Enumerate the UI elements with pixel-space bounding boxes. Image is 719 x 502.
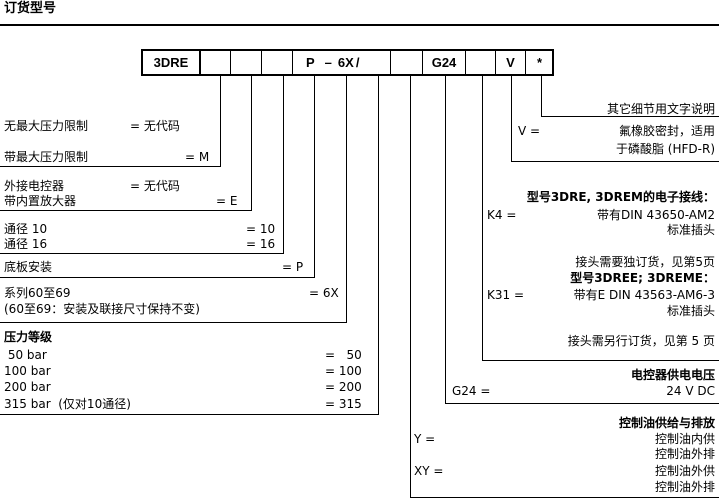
k31-title: 型号3DREE; 3DREME： — [570, 271, 715, 285]
plug-title: 型号3DRE, 3DREM的电子接线： — [526, 190, 715, 204]
code-box-9 — [465, 49, 496, 76]
vleader-other — [541, 76, 542, 116]
opt-k31-code: K31 = — [487, 288, 525, 302]
opt-size-10-code: = 10 — [246, 222, 276, 236]
page-title: 订货型号 — [4, 1, 57, 16]
opt-g24-value: 24 V DC — [666, 384, 715, 398]
code-slash: / — [355, 55, 360, 70]
opt-size-16: 通径 16 — [4, 237, 48, 251]
opt-xy-line1: 控制油外供 — [654, 464, 715, 478]
title-rule — [0, 24, 719, 26]
opt-k4-line1: 带有DIN 43650-AM2 — [596, 208, 715, 222]
leader-3 — [0, 210, 251, 211]
pressure-200-code: = 200 — [325, 380, 362, 394]
code-box-10: V — [495, 49, 526, 76]
vleader-3 — [251, 76, 252, 211]
vleader-voltage — [445, 76, 446, 404]
opt-fkm-line2: 于磷酸脂 (HFD-R) — [615, 142, 715, 156]
vleader-seal — [511, 76, 512, 162]
opt-k4-code: K4 = — [487, 208, 517, 222]
vleader-oil — [410, 76, 411, 498]
opt-max-pressure-code: = M — [185, 150, 210, 164]
opt-external-controller-code: = 无代码 — [130, 179, 180, 193]
code-box-2 — [200, 49, 231, 76]
pressure-title: 压力等级 — [4, 330, 53, 344]
opt-k31-line1: 带有E DIN 43563-AM6-3 — [573, 288, 715, 302]
pressure-100: 100 bar — [4, 364, 51, 378]
opt-y-line1: 控制油内供 — [654, 432, 715, 446]
vleader-4 — [283, 76, 284, 254]
code-box-1: 3DRE — [141, 49, 201, 76]
leader-2 — [0, 166, 220, 167]
opt-y-line2: 控制油外排 — [654, 447, 715, 461]
opt-fkm-code: V = — [518, 124, 541, 138]
opt-k4-line2: 标准插头 — [666, 223, 715, 237]
rleader-plug — [482, 360, 719, 361]
code-box-8: G24 — [422, 49, 466, 76]
opt-series-note: (60至69：安装及联接尺寸保持不变) — [4, 302, 200, 316]
opt-xy-line2: 控制油外排 — [654, 480, 715, 494]
code-dash: – — [324, 55, 332, 70]
opt-fkm-line1: 氟橡胶密封，适用 — [618, 124, 715, 138]
opt-no-max-pressure: 无最大压力限制 — [4, 119, 89, 133]
code-box-7 — [390, 49, 423, 76]
pressure-315-code: = 315 — [325, 397, 362, 411]
opt-max-pressure: 带最大压力限制 — [4, 150, 89, 164]
pressure-50: 50 bar — [4, 348, 47, 362]
plug-separate-note: 接头需另行订货，见第 5 页 — [567, 334, 715, 348]
opt-other-details: 其它细节用文字说明 — [606, 102, 715, 116]
opt-y-code: Y = — [414, 432, 436, 446]
code-box-3 — [230, 49, 262, 76]
vleader-2 — [220, 76, 221, 167]
opt-k31-line2: 标准插头 — [666, 304, 715, 318]
leader-6 — [0, 322, 346, 323]
leader-5 — [0, 277, 314, 278]
vleader-5 — [314, 76, 315, 278]
pressure-200: 200 bar — [4, 380, 51, 394]
k31-note: 接头需要独订货，见第5页 — [575, 255, 715, 269]
pressure-100-code: = 100 — [325, 364, 362, 378]
opt-integrated-amplifier-code: = E — [216, 194, 238, 208]
voltage-title: 电控器供电电压 — [630, 368, 715, 382]
vleader-plug — [482, 76, 483, 361]
opt-subplate-code: = P — [282, 260, 304, 274]
opt-size-10: 通径 10 — [4, 222, 48, 236]
rleader-seal — [511, 161, 719, 162]
vleader-7 — [378, 76, 379, 415]
leader-4 — [0, 253, 283, 254]
code-box-4 — [261, 49, 293, 76]
rleader-voltage — [445, 403, 719, 404]
opt-series: 系列60至69 — [4, 286, 71, 300]
opt-g24-code: G24 = — [452, 384, 491, 398]
opt-no-max-pressure-code: = 无代码 — [130, 119, 180, 133]
vleader-6 — [346, 76, 347, 323]
opt-subplate: 底板安装 — [4, 260, 53, 274]
oil-title: 控制油供给与排放 — [618, 416, 715, 430]
leader-7 — [0, 414, 378, 415]
opt-series-code: = 6X — [309, 286, 339, 300]
pressure-50-code: = 50 — [325, 348, 362, 362]
opt-size-16-code: = 16 — [246, 237, 276, 251]
code-box-11: * — [525, 49, 554, 76]
code-box-5: P – 6X / — [292, 49, 372, 76]
pressure-315: 315 bar (仅对10通径) — [4, 397, 131, 411]
opt-integrated-amplifier: 带内置放大器 — [4, 194, 77, 208]
rleader-oil — [410, 497, 719, 498]
opt-xy-code: XY = — [414, 464, 444, 478]
code-box-6-text: 6X — [337, 55, 354, 70]
rleader-other — [541, 116, 719, 117]
opt-external-controller: 外接电控器 — [4, 179, 65, 193]
code-box-5-text: P — [306, 55, 315, 70]
